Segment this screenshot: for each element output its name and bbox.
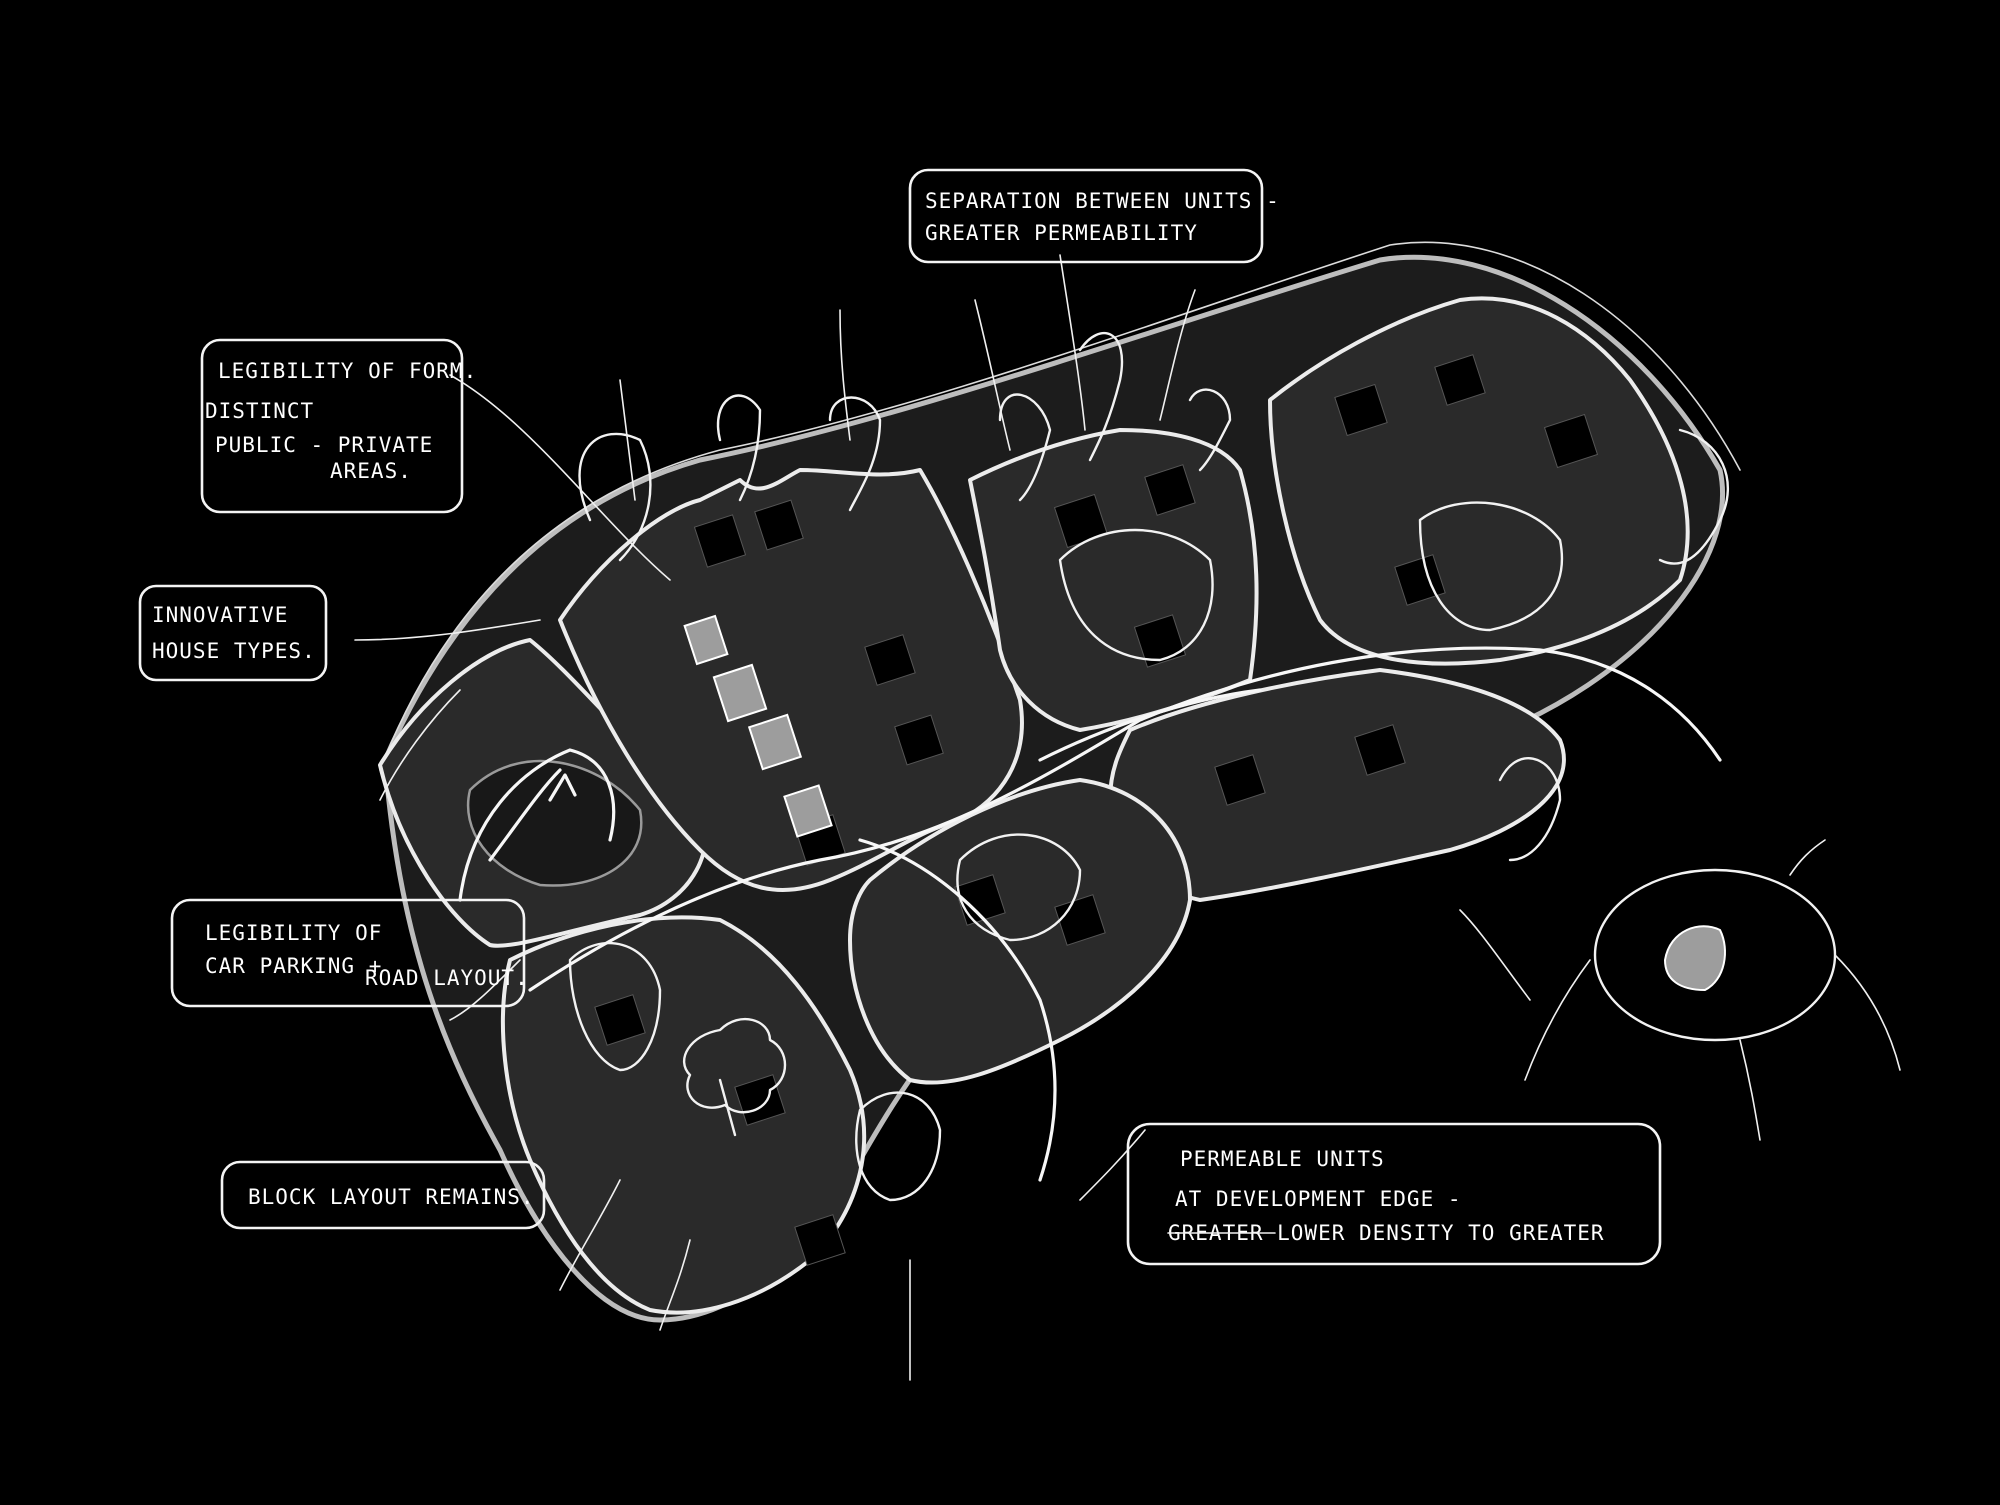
note-permeable: PERMEABLE UNITS AT DEVELOPMENT EDGE - GR… [1126,1122,1662,1266]
legibility-form-line-3: PUBLIC - PRIVATE [215,433,433,457]
main-road [528,646,1722,992]
house-types-line-1: INNOVATIVE [152,603,288,627]
sketch-strokes [568,331,1730,1202]
tree-symbol [683,1018,787,1137]
western-loop [458,748,616,902]
car-parking-line-1: LEGIBILITY OF [205,921,382,945]
green-space [466,759,643,887]
separation-line-2: GREATER PERMEABILITY [925,221,1198,245]
note-block-layout: BLOCK LAYOUT REMAINS. [220,1160,546,1230]
note-house-types: INNOVATIVE HOUSE TYPES. [138,584,328,682]
permeable-line-2: AT DEVELOPMENT EDGE - [1175,1187,1462,1211]
car-parking-line-2: CAR PARKING + [205,954,382,978]
plaza-node [1524,839,1901,1141]
legibility-form-line-4: AREAS. [330,459,412,483]
permeable-line-1: PERMEABLE UNITS [1180,1147,1385,1171]
block-north-west [558,468,1024,892]
central-spine [858,838,1057,1182]
car-parking-line-3: ROAD LAYOUT. [365,966,529,990]
block-south-central [848,778,1192,1085]
legibility-form-line-1: LEGIBILITY OF FORM. [218,359,477,383]
road-layout [458,646,1722,1182]
separation-line-1: SEPARATION BETWEEN UNITS - [925,189,1280,213]
note-car-parking: LEGIBILITY OF CAR PARKING + ROAD LAYOUT. [170,898,529,1008]
block-layout-line-1: BLOCK LAYOUT REMAINS. [248,1185,535,1209]
hatched-house-types [683,614,833,838]
development-blocks [378,296,1690,1315]
note-separation: SEPARATION BETWEEN UNITS - GREATER PERME… [908,168,1280,264]
note-legibility-form: LEGIBILITY OF FORM. DISTINCT PUBLIC - PR… [200,338,477,514]
legibility-form-line-2: DISTINCT [205,399,314,423]
house-types-line-2: HOUSE TYPES. [152,639,316,663]
house-footprints [594,354,1599,1266]
leader-lines [354,254,1531,1381]
